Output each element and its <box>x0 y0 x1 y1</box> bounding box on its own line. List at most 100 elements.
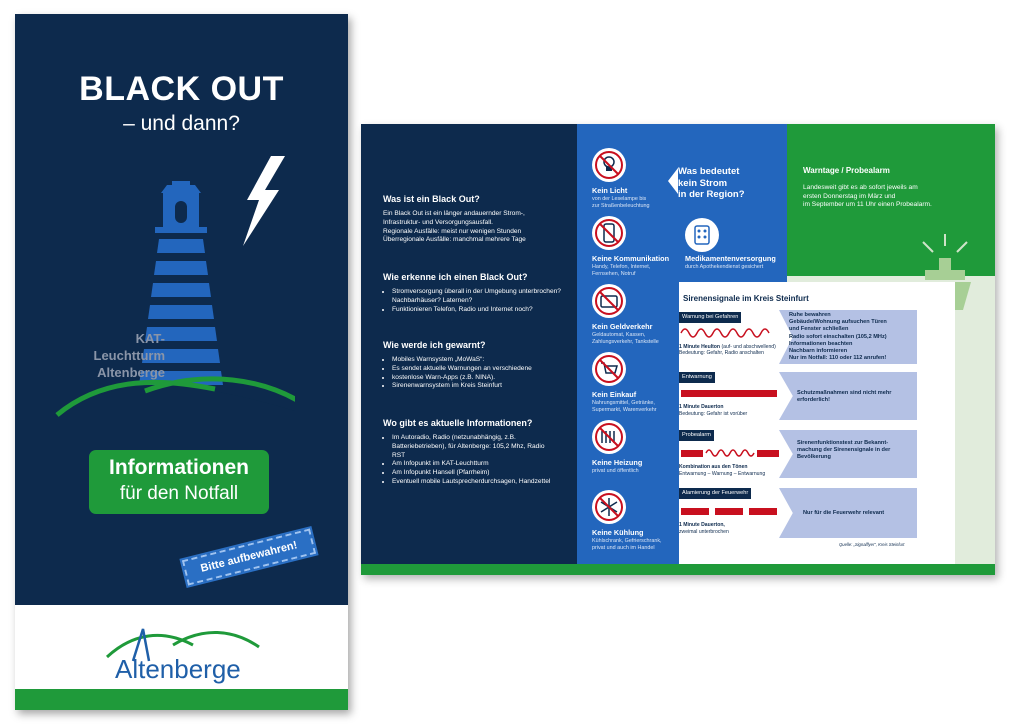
row-meaning-box <box>779 372 917 420</box>
q3-bullet: Sirenenwarnsystem im Kreis Steinfurt <box>392 382 573 391</box>
item-sub: Nahrungsmittel, Getränke, Supermarkt, Wa… <box>592 400 657 414</box>
lighthouse-label: KAT- Leuchtturm Altenberge <box>45 330 166 381</box>
row-action: Schutzmaßnahmen sind nicht mehr erforder… <box>797 390 917 404</box>
item-sub: von der Leselampe bis zur Straßenbeleuch… <box>592 196 650 210</box>
row-label: Warnung bei Gefahren <box>679 312 742 323</box>
row-meaning: Bedeutung: Gefahr ist vorüber <box>679 411 748 417</box>
item-sub-line: privat und öffentlich <box>592 468 639 474</box>
tone-bar-1 <box>681 450 703 457</box>
q2-bullet: Funktionieren Telefon, Radio und Interne… <box>392 306 573 315</box>
row-action: Sirenenfunktionstest zur Bekannt- machun… <box>797 440 917 462</box>
row-action-line: erforderlich! <box>797 397 830 404</box>
siren-title: Sirenensignale im Kreis Steinfurt <box>683 294 809 303</box>
lighthouse-icon <box>55 181 295 429</box>
snowflake-crossed-icon <box>592 490 626 524</box>
row-meaning: zweimal unterbrochen <box>679 529 729 535</box>
row-action-line: Informationen beachten <box>789 340 853 347</box>
cover-subtitle: – und dann? <box>123 112 240 135</box>
info-badge: Informationen für den Notfall <box>89 450 269 514</box>
question-text: Was bedeutet kein Strom in der Region? <box>678 166 745 201</box>
row-label: Alamierung der Feuerwehr <box>679 488 752 499</box>
row-signal-extra: (auf- und abschwellend) <box>720 344 776 350</box>
q3-bullet: kostenlose Warn-Apps (z.B. NINA). <box>392 374 573 383</box>
warntage-line: Landesweit gibt es ab sofort jeweils am <box>803 184 918 191</box>
item-title: Kein Einkauf <box>592 390 637 399</box>
question-line: Was bedeutet <box>678 166 740 177</box>
q1-text: Ein Black Out ist ein länger andauernder… <box>383 210 573 245</box>
item-sub: Geldautomat, Kassen, Zahlungsverkehr, Ta… <box>592 332 659 346</box>
q2-heading: Wie erkenne ich einen Black Out? <box>383 272 528 282</box>
q1-line: Ein Black Out ist ein länger andauernder… <box>383 210 525 217</box>
item-title: Keine Kühlung <box>592 528 644 537</box>
q4-bullet: Eventuell mobile Lautsprecherdurchsagen,… <box>392 478 553 487</box>
radiator-crossed-icon <box>592 420 626 454</box>
warntage-heading: Warntage / Probealarm <box>803 166 890 175</box>
row-meaning: Bedeutung: Gefahr, Radio anschalten <box>679 350 764 356</box>
q2-list: Stromversorgung überall in der Umgebung … <box>383 288 573 314</box>
inside-spread: Was ist ein Black Out? Ein Black Out ist… <box>361 124 995 575</box>
arrow-left-icon <box>668 168 678 194</box>
left-panel <box>361 124 577 564</box>
item-sub-line: Geldautomat, Kassen, <box>592 332 646 338</box>
item-sub-line: privat und auch im Handel <box>592 544 655 551</box>
q3-bullet: Mobiles Warnsystem „MoWaS“: <box>392 356 573 365</box>
medikamente-sub: durch Apothekendienst gesichert <box>685 264 764 270</box>
item-sub-line: Zahlungsverkehr, Tankstelle <box>592 338 659 345</box>
spread-green-bar <box>361 564 995 575</box>
warntage-line: ersten Donnerstag im März und <box>803 192 896 200</box>
question-line: kein Strom <box>678 177 728 189</box>
item-sub-line: Nahrungsmittel, Getränke, <box>592 400 655 406</box>
item-sub-line: Supermarkt, Warenverkehr <box>592 406 657 413</box>
item-sub-line: Handy, Telefon, Internet, <box>592 264 651 270</box>
row-action-line: Nachbarn informieren <box>789 348 848 355</box>
row-label: Probealarm <box>679 430 714 441</box>
warntage-text: Landesweit gibt es ab sofort jeweils am … <box>803 184 983 210</box>
cover-title: BLACK OUT <box>79 70 284 108</box>
q4-heading: Wo gibt es aktuelle Informationen? <box>383 418 533 428</box>
q1-heading: Was ist ein Black Out? <box>383 194 480 204</box>
item-sub: Handy, Telefon, Internet, Fernsehen, Not… <box>592 264 650 278</box>
pill-box-icon <box>685 218 719 252</box>
tone-bar-3 <box>749 508 777 515</box>
row-action-line: Nur im Notfall: 110 oder 112 anrufen! <box>789 355 887 362</box>
question-line: in der Region? <box>678 189 745 200</box>
cover-panel: BLACK OUT – und dann? KAT- Leuchtturm Al… <box>15 14 348 710</box>
row-meaning-box <box>779 488 917 538</box>
lightbulb-crossed-icon <box>592 148 626 182</box>
row-action-line: Gebäude/Wohnung aufsuchen Türen <box>789 319 887 326</box>
keep-stamp: Bitte aufbewahren! <box>179 524 319 590</box>
cart-crossed-icon <box>592 352 626 386</box>
row-action: Nur für die Feuerwehr relevant <box>803 510 919 517</box>
lighthouse-label-line: KAT- <box>135 331 165 346</box>
row-signal: 1 Minute Dauerton <box>679 404 724 410</box>
cover-green-bar <box>15 689 348 710</box>
row-action-line: Ruhe bewahren <box>789 312 831 318</box>
row-action-line: Sirenenfunktionstest zur Bekannt- <box>797 440 889 446</box>
cover-footer <box>15 605 348 689</box>
item-sub: privat und öffentlich <box>592 468 639 475</box>
q4-list: Im Autoradio, Radio (netzunabhängig, z.B… <box>383 434 553 487</box>
q3-list: Mobiles Warnsystem „MoWaS“: Es sendet ak… <box>383 356 573 391</box>
tone-bar-2 <box>757 450 779 457</box>
q4-bullet: Am Infopunkt Hansell (Pfarrheim) <box>392 469 553 478</box>
item-sub-line: von der Leselampe bis <box>592 196 647 202</box>
item-title: Keine Heizung <box>592 458 643 467</box>
medikamente-title: Medikamentenversorgung <box>685 254 776 263</box>
q1-line: Regionale Ausfälle: meist nur wenigen St… <box>383 227 522 235</box>
lighthouse-label-line: Leuchtturm <box>93 348 166 363</box>
item-title: Keine Kommunikation <box>592 254 670 263</box>
logo-hills-icon <box>105 628 260 662</box>
item-sub-line: Fernsehen, Notruf <box>592 270 636 277</box>
logo-text: Altenberge <box>115 654 241 684</box>
item-title: Kein Geldverkehr <box>592 322 653 331</box>
row-signal: 1 Minute Heulton (auf- und abschwellend) <box>679 344 789 350</box>
row-action-line: und Fenster schließen <box>789 326 849 333</box>
q3-bullet: Es sendet aktuelle Warnungen an verschie… <box>392 365 573 374</box>
info-line1: Informationen <box>109 456 249 479</box>
row-signal: 1 Minute Dauerton, <box>679 522 725 528</box>
right-panel-header <box>787 124 995 276</box>
row-meaning: Entwarnung – Warnung – Entwarnung <box>679 471 766 477</box>
q2-bullet: Stromversorgung überall in der Umgebung … <box>392 288 573 306</box>
tone-bar-1 <box>681 508 709 515</box>
q3-heading: Wie werde ich gewarnt? <box>383 340 486 350</box>
